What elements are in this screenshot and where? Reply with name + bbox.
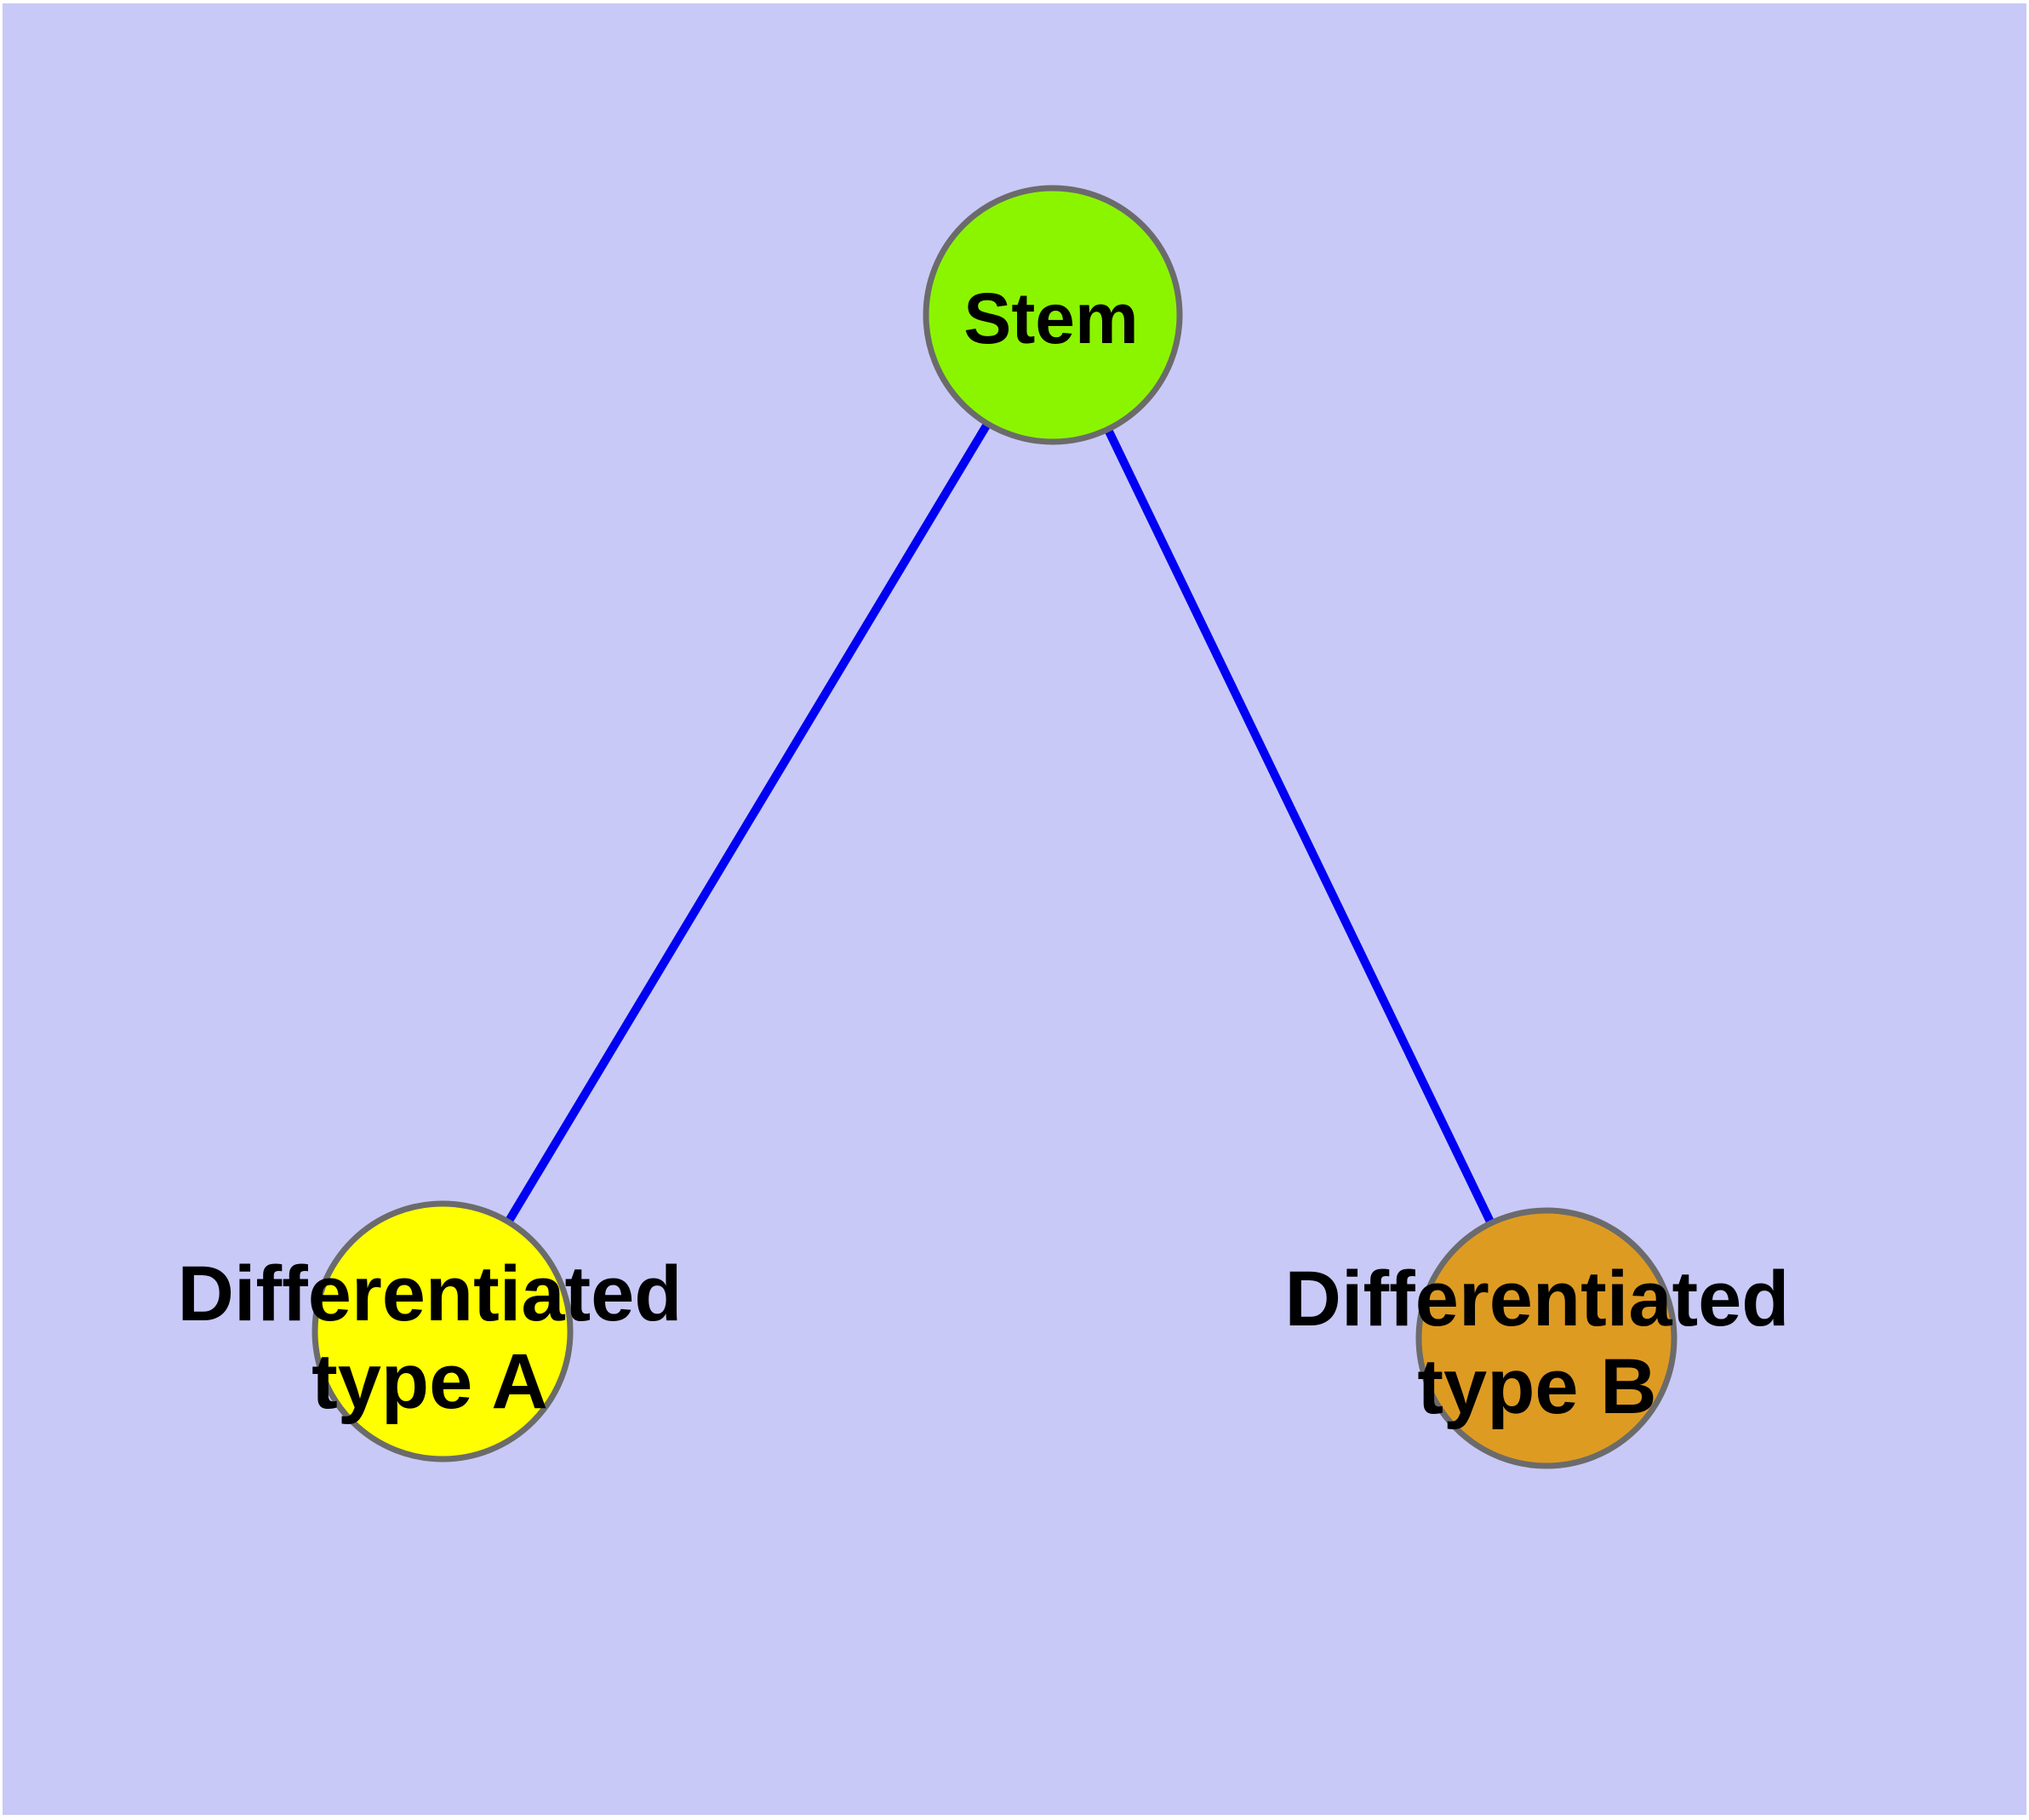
node-type-b-label: Differentiated type B bbox=[1285, 1256, 1790, 1431]
edge-stem-to-type-a bbox=[438, 312, 1057, 1334]
node-stem-label: Stem bbox=[963, 278, 1138, 358]
node-stem-circle bbox=[923, 185, 1183, 445]
node-type-a-circle bbox=[311, 1200, 574, 1462]
node-type-a-label: Differentiated type A bbox=[178, 1251, 683, 1426]
node-type-b-circle bbox=[1415, 1207, 1677, 1469]
node-type-a-label-line-1: Differentiated bbox=[177, 1250, 683, 1337]
node-type-a-label-line-2: type A bbox=[311, 1338, 548, 1425]
node-stem-label-line: Stem bbox=[963, 278, 1139, 358]
node-type-b-label-line-2: type B bbox=[1417, 1343, 1657, 1430]
edge-stem-to-type-b bbox=[1049, 312, 1551, 1341]
node-type-b-label-line-1: Differentiated bbox=[1284, 1255, 1790, 1342]
